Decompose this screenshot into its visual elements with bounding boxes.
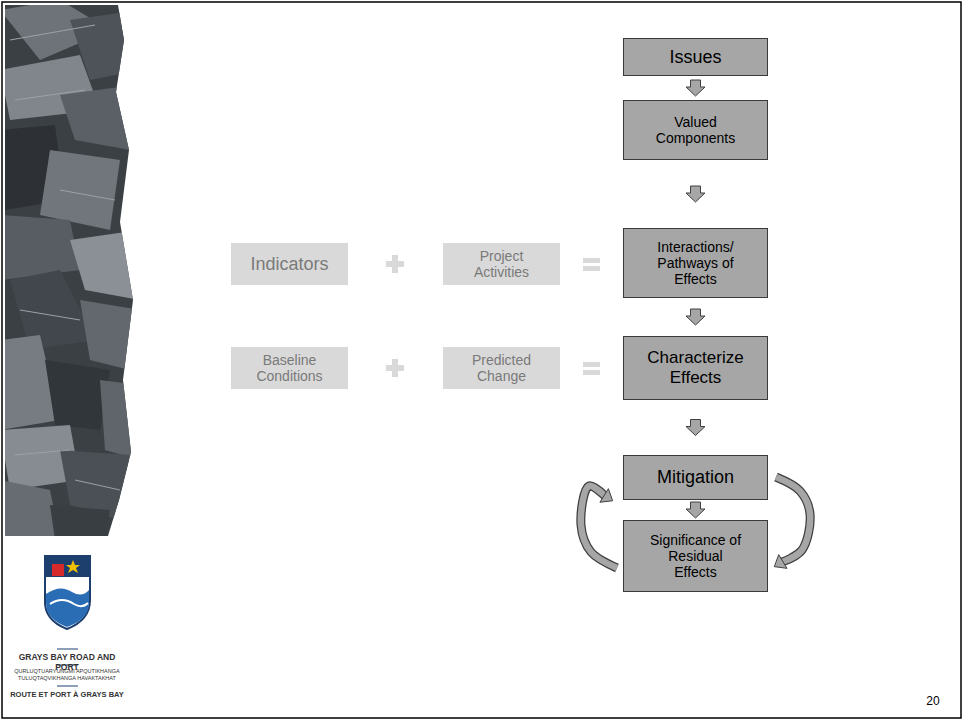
step-box: Mitigation [623,455,768,500]
flow-arrow [686,186,705,202]
flow-arrow [686,309,705,325]
equals-sign [583,362,600,375]
box-text: Mitigation [657,467,734,488]
block-arrow [686,186,705,202]
input-box: Baseline Conditions [231,347,348,389]
slate-rock-photo [0,0,140,540]
step-box: Characterize Effects [623,336,768,400]
step-box: Interactions/ Pathways of Effects [623,228,768,298]
flow-arrow [686,420,705,436]
block-arrow [686,309,705,325]
step-box: Issues [623,38,768,76]
step-box: Significance of Residual Effects [623,520,768,592]
plus-sign [386,359,404,377]
logo-title: ROUTE ET PORT À GRAYS BAY [8,690,126,699]
box-text: Baseline Conditions [245,352,335,384]
box-text: Predicted Change [457,352,547,384]
box-text: Valued Components [646,114,746,146]
box-text: Characterize Effects [638,348,753,387]
block-arrow [686,502,705,518]
box-text: Interactions/ Pathways of Effects [646,239,746,287]
box-text: Issues [669,47,721,68]
step-box: Valued Components [623,100,768,160]
arrow-head [600,489,613,503]
box-text: Project Activities [457,248,547,280]
plus-sign [386,255,404,273]
flow-arrow [581,486,617,568]
block-arrow [686,80,705,96]
flow-arrow [686,502,705,518]
arrow-head [774,555,787,569]
input-box: Predicted Change [443,347,560,389]
box-text: Significance of Residual Effects [646,532,746,580]
logo-subtitle: QURLUQTUARYUNGMI APQUTIKHANGA TULUQTAQVI… [8,668,126,681]
curved-arrow-outline [776,477,810,562]
input-box: Indicators [231,243,348,285]
page-number: 20 [915,694,951,708]
box-text: Indicators [250,254,328,275]
block-arrow [686,420,705,436]
flow-arrow [686,80,705,96]
curved-arrow-outline [581,486,617,568]
flow-arrow [774,477,810,568]
input-box: Project Activities [443,243,560,285]
equals-sign [583,258,600,271]
curved-arrow-body [581,486,617,568]
curved-arrow-body [776,477,810,562]
